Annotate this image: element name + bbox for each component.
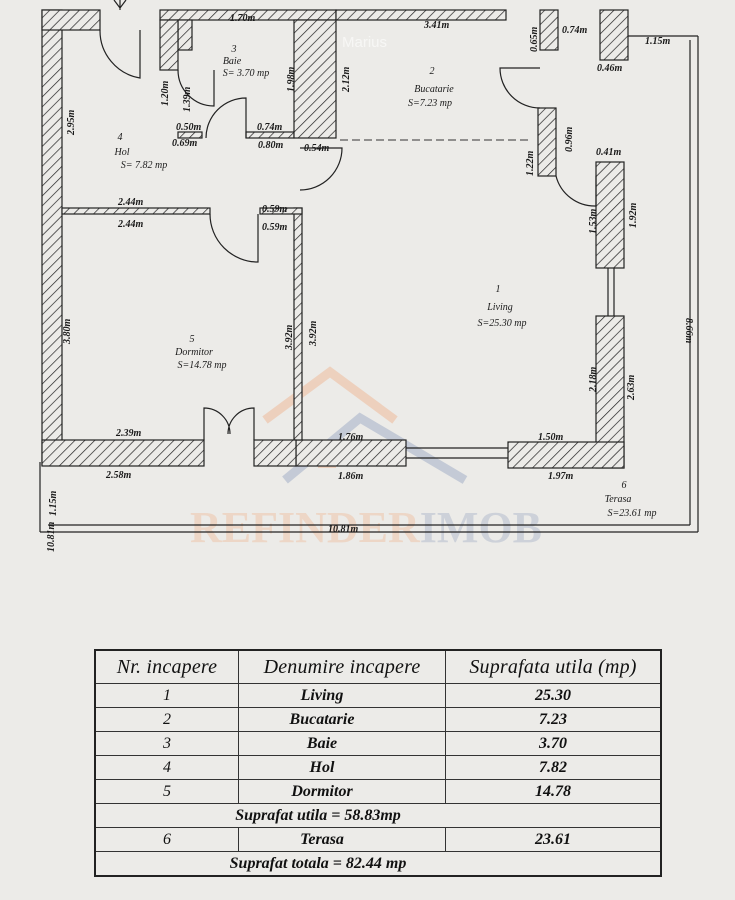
dim-label: 1.76m — [338, 432, 364, 443]
dim-label: 1.50m — [538, 432, 564, 443]
dim-label: 0.80m — [258, 140, 284, 151]
room-5-number: 5 — [190, 334, 195, 345]
row-nr: 1 — [94, 683, 239, 708]
table-row: 3 Baie 3.70 — [94, 731, 662, 756]
dim-label: 2.18m — [588, 367, 599, 394]
dim-label: 1.20m — [160, 81, 171, 107]
row-nr: 3 — [94, 731, 239, 756]
dim-label: 1.86m — [338, 471, 364, 482]
dim-label: 1.92m — [628, 203, 639, 229]
header-nr: Nr. incapere — [94, 649, 239, 684]
dim-label: 2.63m — [626, 375, 637, 402]
room-2-area: S=7.23 mp — [408, 98, 452, 109]
room-1-number: 1 — [496, 284, 501, 295]
room-1-area: S=25.30 mp — [478, 318, 527, 329]
row-area: 14.78 — [445, 779, 662, 804]
dim-label: 0.46m — [597, 63, 623, 74]
dim-label: 0.50m — [176, 122, 202, 133]
room-6-name: Terasa — [605, 494, 632, 505]
row-nr: 5 — [94, 779, 239, 804]
row-area: 25.30 — [445, 683, 662, 708]
dim-label: 0.74m — [257, 122, 283, 133]
watermark-brand: REFINDERIMOB — [190, 503, 542, 552]
room-4-name: Hol — [114, 147, 130, 158]
dim-label: 1.39m — [182, 87, 193, 113]
row-area: 7.82 — [445, 755, 662, 780]
dim-label: 1.22m — [525, 151, 536, 177]
dim-label: 0.65m — [529, 27, 540, 53]
dim-label: 1.98m — [286, 67, 297, 93]
dimension-labels: 1.70m 3.41m 0.74m 1.15m 0.46m 0.65m 1.20… — [46, 13, 694, 552]
row-nr: 2 — [94, 707, 239, 732]
row-name: Bucatarie — [238, 707, 446, 732]
row-nr: 6 — [94, 827, 239, 852]
dim-label: 0.41m — [596, 147, 622, 158]
room-labels: 1 Living S=25.30 mp 2 Bucatarie S=7.23 m… — [114, 44, 657, 519]
dim-label: 1.70m — [230, 13, 256, 24]
dim-label: 3.92m — [308, 321, 319, 348]
dim-label: 1.53m — [588, 209, 599, 235]
dim-label: 2.44m — [117, 197, 144, 208]
dim-label: 1.15m — [645, 36, 671, 47]
row-name: Living — [238, 683, 446, 708]
dim-label: 1.97m — [548, 471, 574, 482]
room-1-name: Living — [486, 302, 513, 313]
dim-label: 8.66m — [683, 318, 694, 344]
plan-outline — [39, 35, 699, 533]
dim-label: 0.59m — [262, 222, 288, 233]
watermark-user: Marius — [342, 34, 388, 51]
row-area: 23.61 — [445, 827, 662, 852]
table-header-row: Nr. incapere Denumire incapere Suprafata… — [94, 649, 662, 684]
subtotal-row: Suprafat utila = 58.83mp — [94, 803, 662, 828]
row-name: Dormitor — [238, 779, 446, 804]
subtotal-label: Suprafat utila = 58.83mp — [94, 803, 662, 828]
dim-label: 0.54m — [304, 143, 330, 154]
room-3-area: S= 3.70 mp — [223, 68, 269, 79]
row-area: 3.70 — [445, 731, 662, 756]
total-row: Suprafat totala = 82.44 mp — [94, 851, 662, 877]
room-4-area: S= 7.82 mp — [121, 160, 167, 171]
row-nr: 4 — [94, 755, 239, 780]
dim-label: 0.69m — [172, 138, 198, 149]
header-name: Denumire incapere — [238, 649, 446, 684]
dim-label: 2.12m — [341, 67, 352, 94]
dim-label: 10.81m — [46, 522, 57, 553]
header-area: Suprafata utila (mp) — [445, 649, 662, 684]
room-2-number: 2 — [430, 66, 435, 77]
dim-label: 10.81m — [328, 524, 359, 535]
dim-label: 3.80m — [62, 319, 73, 346]
total-label: Suprafat totala = 82.44 mp — [94, 851, 662, 877]
row-name: Baie — [238, 731, 446, 756]
doors — [99, 0, 597, 440]
table-row: 1 Living 25.30 — [94, 683, 662, 708]
table-row: 4 Hol 7.82 — [94, 755, 662, 780]
dim-label: 2.39m — [115, 428, 142, 439]
room-4-number: 4 — [118, 132, 123, 143]
room-5-name: Dormitor — [174, 347, 213, 358]
row-area: 7.23 — [445, 707, 662, 732]
row-name: Hol — [238, 755, 446, 780]
dim-label: 0.59m — [262, 204, 288, 215]
table-row: 6 Terasa 23.61 — [94, 827, 662, 852]
dim-label: 0.96m — [564, 127, 575, 153]
dim-label: 2.58m — [105, 470, 132, 481]
dim-label: 3.92m — [284, 325, 295, 352]
room-5-area: S=14.78 mp — [178, 360, 227, 371]
room-3-number: 3 — [231, 44, 237, 55]
dim-label: 3.41m — [423, 20, 450, 31]
area-table: Nr. incapere Denumire incapere Suprafata… — [94, 649, 662, 877]
dim-label: 1.15m — [48, 491, 59, 517]
row-name: Terasa — [238, 827, 446, 852]
dim-label: 0.74m — [562, 25, 588, 36]
table-row: 5 Dormitor 14.78 — [94, 779, 662, 804]
table-row: 2 Bucatarie 7.23 — [94, 707, 662, 732]
dim-label: 2.95m — [66, 110, 77, 137]
room-6-number: 6 — [622, 480, 627, 491]
room-6-area: S=23.61 mp — [608, 508, 657, 519]
room-2-name: Bucatarie — [414, 84, 454, 95]
walls — [41, 9, 629, 469]
room-3-name: Baie — [223, 56, 242, 67]
dim-label: 2.44m — [117, 219, 144, 230]
